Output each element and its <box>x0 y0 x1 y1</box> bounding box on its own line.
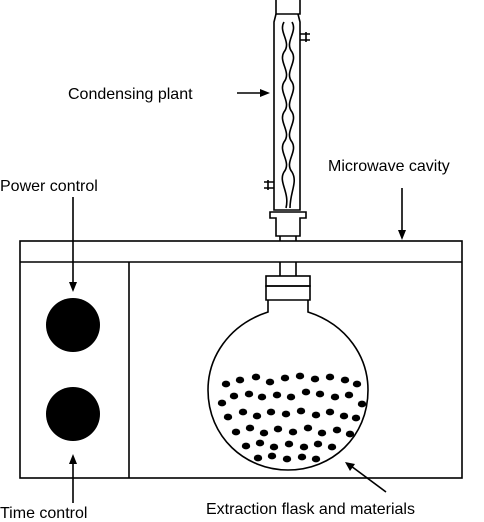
material-particle <box>310 375 320 383</box>
material-particle <box>238 408 248 416</box>
material-particle <box>281 410 291 418</box>
material-particle <box>330 393 340 401</box>
microwave-cavity-box <box>19 240 463 479</box>
condenser <box>264 0 310 276</box>
material-particle <box>344 391 354 399</box>
material-particle <box>297 453 307 461</box>
microwave-cavity-label: Microwave cavity <box>328 158 450 175</box>
time-control-label: Time control <box>0 505 87 522</box>
material-particle <box>229 392 239 400</box>
material-particle <box>284 440 294 448</box>
material-particle <box>340 376 350 384</box>
material-particle <box>266 408 276 416</box>
material-particle <box>255 439 265 447</box>
extraction-flask-label: Extraction flask and materials <box>206 501 415 518</box>
material-particle <box>311 455 321 463</box>
material-particle <box>313 440 323 448</box>
material-particle <box>288 428 298 436</box>
power-control-arrow <box>69 197 77 292</box>
material-particle <box>352 380 362 388</box>
material-particle <box>351 414 361 422</box>
condensing-plant-arrow <box>237 89 270 97</box>
material-particle <box>267 452 277 460</box>
material-particle <box>273 425 283 433</box>
power-control-label: Power control <box>0 178 98 195</box>
material-particle <box>272 391 282 399</box>
microwave-cavity-arrow <box>398 188 406 240</box>
material-particle <box>252 412 262 420</box>
extraction-materials <box>217 372 367 463</box>
condensing-plant-label: Condensing plant <box>68 86 193 103</box>
material-particle <box>282 455 292 463</box>
time-control-arrow <box>69 454 77 503</box>
material-particle <box>259 429 269 437</box>
material-particle <box>244 390 254 398</box>
time-control-knob <box>46 387 100 441</box>
material-particle <box>265 378 275 386</box>
material-particle <box>286 393 296 401</box>
material-particle <box>296 407 306 415</box>
material-particle <box>345 430 355 438</box>
material-particle <box>217 399 227 407</box>
material-particle <box>280 374 290 382</box>
material-particle <box>339 412 349 420</box>
material-particle <box>332 426 342 434</box>
material-particle <box>301 388 311 396</box>
power-control-knob <box>46 298 100 352</box>
material-particle <box>235 376 245 384</box>
material-particle <box>241 442 251 450</box>
material-particle <box>299 443 309 451</box>
material-particle <box>269 443 279 451</box>
material-particle <box>311 411 321 419</box>
material-particle <box>317 429 327 437</box>
material-particle <box>327 443 337 451</box>
extraction-flask <box>207 275 369 471</box>
material-particle <box>325 373 335 381</box>
material-particle <box>357 400 367 408</box>
material-particle <box>231 428 241 436</box>
material-particle <box>253 454 263 462</box>
material-particle <box>315 390 325 398</box>
material-particle <box>245 424 255 432</box>
material-particle <box>303 424 313 432</box>
material-particle <box>251 373 261 381</box>
material-particle <box>295 372 305 380</box>
material-particle <box>257 393 267 401</box>
material-particle <box>221 380 231 388</box>
extraction-flask-arrow <box>345 462 387 493</box>
material-particle <box>325 408 335 416</box>
material-particle <box>223 413 233 421</box>
